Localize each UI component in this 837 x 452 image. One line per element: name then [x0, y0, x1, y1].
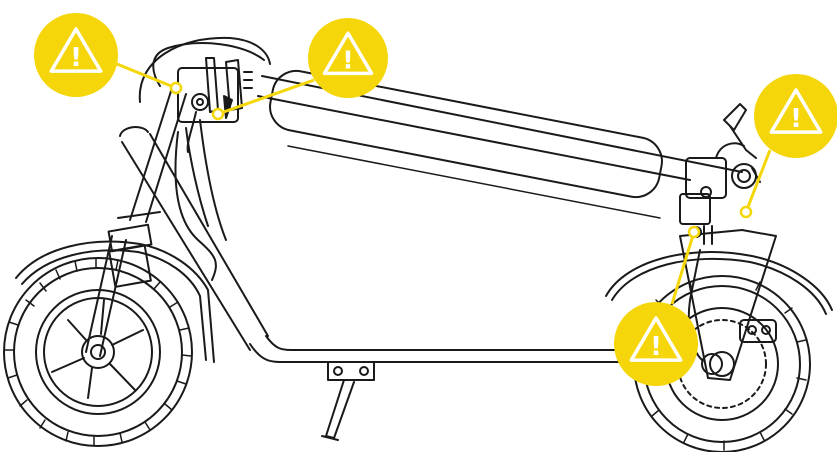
- warning-leader-line: [111, 60, 177, 90]
- warning-callout-4: !: [614, 225, 701, 386]
- warning-leader-line: [670, 231, 696, 305]
- stem-tube: [119, 126, 269, 351]
- rear-wheel: [3, 257, 193, 447]
- warning-callout-2: !: [211, 18, 388, 121]
- warning-anchor-dot: [739, 205, 753, 219]
- warning-triangle-icon: [769, 88, 823, 134]
- rear-tire-tread: [4, 257, 192, 447]
- warning-exclamation-mark: !: [650, 332, 662, 362]
- warning-badge: [614, 302, 698, 386]
- warning-triangle-icon: [322, 31, 374, 76]
- warning-anchor-dot: [169, 81, 183, 95]
- handlebar-cluster: [679, 103, 761, 245]
- warning-triangle-icon: [629, 316, 683, 362]
- brake-cable: [174, 131, 217, 281]
- warning-anchor-dot: [687, 225, 701, 239]
- warning-exclamation-mark: !: [342, 45, 353, 74]
- rear-wheel-spokes: [51, 299, 144, 399]
- warning-badge: [308, 18, 388, 98]
- warning-callout-1: !: [34, 13, 183, 97]
- warning-badge: [34, 13, 118, 97]
- rear-mudguard: [15, 240, 215, 363]
- warning-callout-3: !: [739, 74, 837, 219]
- warning-callouts: !!!!: [34, 13, 837, 386]
- warning-badge: [754, 74, 837, 158]
- warning-leader-line: [744, 149, 772, 213]
- warning-exclamation-mark: !: [70, 43, 82, 73]
- warning-triangle-icon: [49, 27, 103, 73]
- warning-leader-line: [217, 78, 315, 116]
- kickstand: [321, 361, 375, 441]
- rear-suspension: [85, 211, 161, 357]
- warning-exclamation-mark: !: [790, 104, 802, 134]
- warning-anchor-dot: [211, 107, 225, 121]
